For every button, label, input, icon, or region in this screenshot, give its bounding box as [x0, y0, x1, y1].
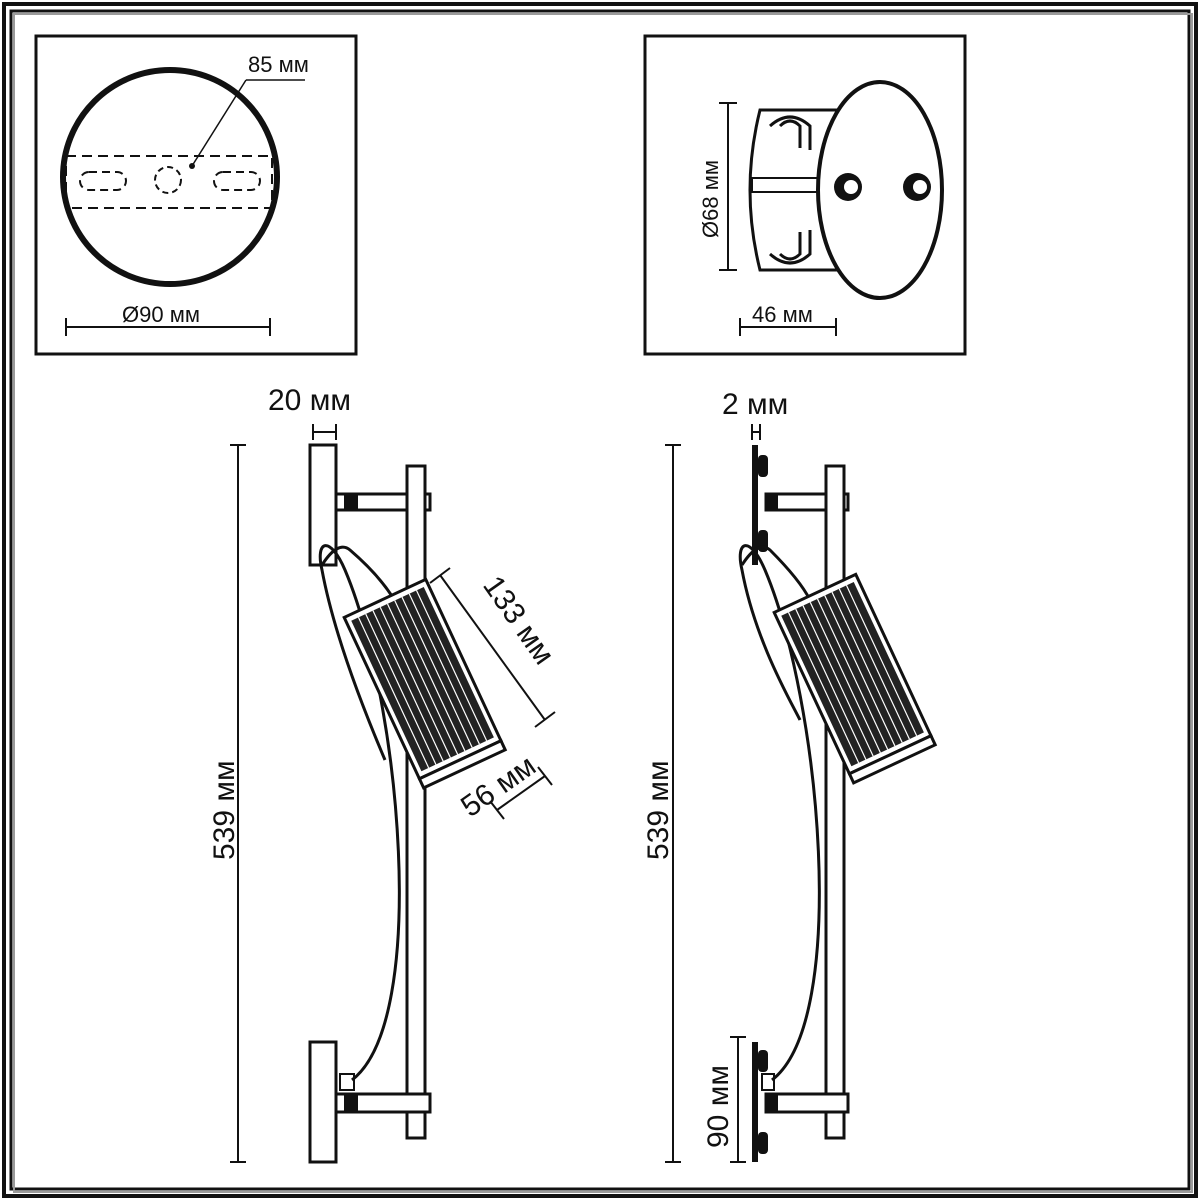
box-diameter-label: Ø68 мм [698, 160, 723, 238]
box-depth-label: 46 мм [752, 302, 813, 327]
shade-length-label: 133 мм [476, 570, 560, 671]
hole-spacing-label: 85 мм [248, 52, 309, 77]
front-height-label: 539 мм [642, 760, 675, 860]
panel-top-view: 85 мм Ø90 мм [34, 34, 358, 356]
plate-width-label: 20 мм [268, 384, 351, 417]
side-view: 20 мм 539 мм [208, 384, 560, 1164]
front-view: 2 мм 539 мм [642, 388, 938, 1163]
mount-height-label: 90 мм [702, 1065, 735, 1148]
plate-thickness-label: 2 мм [722, 388, 788, 421]
side-height-label: 539 мм [208, 760, 241, 860]
mount-plate [816, 80, 944, 300]
panel-box-view: Ø68 мм 46 мм [643, 34, 967, 356]
plate-diameter-label: Ø90 мм [122, 302, 200, 327]
plate-circle [60, 67, 280, 287]
